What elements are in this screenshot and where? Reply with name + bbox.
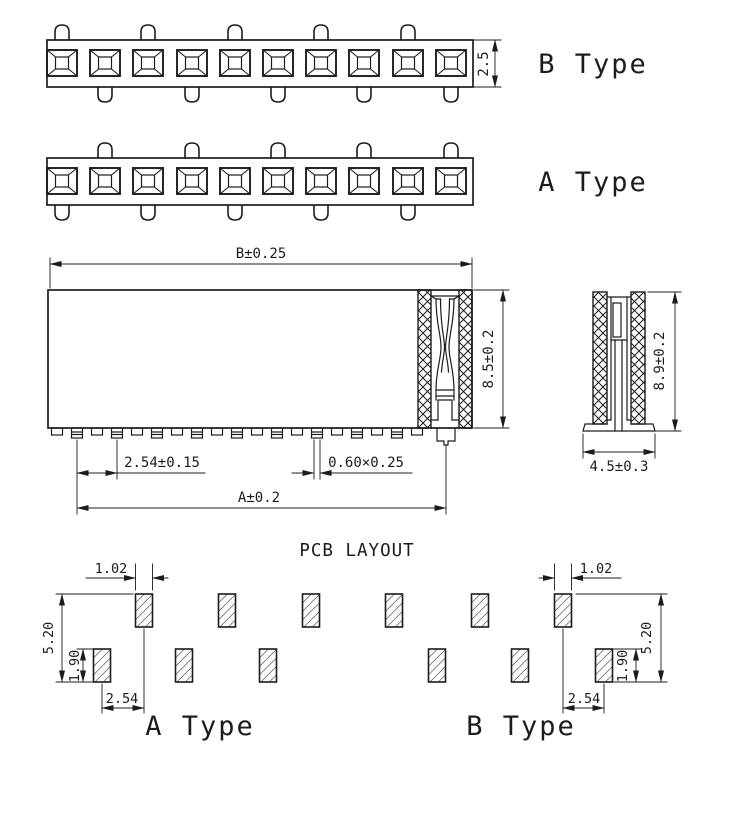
top-view-b: 2.5 B Type [46, 24, 648, 103]
a-type-view-label: A Type [538, 167, 648, 198]
socket-pin [305, 49, 337, 77]
contact-side [606, 296, 632, 432]
socket-pin [46, 167, 78, 195]
dimension-pin-span: A±0.2 [76, 445, 447, 515]
dim-text-b-row-extent: 5.20 [639, 622, 655, 655]
dim-text-a: A±0.2 [238, 490, 280, 506]
socket-pin [89, 167, 121, 195]
pcb-pad [594, 648, 614, 683]
socket-pin [348, 167, 380, 195]
dim-text-8-9: 8.9±0.2 [652, 331, 668, 390]
pcb-pad [92, 648, 112, 683]
contact-spring-front [430, 295, 460, 446]
dimension-lead-size: 0.60×0.25 [291, 439, 413, 480]
pcb-pad [470, 593, 490, 628]
dimension-pin-pitch: 2.54±0.15 [76, 439, 206, 515]
side-view: 8.9±0.2 4.5±0.3 [582, 291, 682, 475]
dim-text-b-pad-pitch: 2.54 [568, 691, 601, 707]
dim-text-8-5: 8.5±0.2 [481, 329, 497, 388]
section-contact-foot [436, 427, 456, 446]
socket-pin [435, 49, 467, 77]
dim-text-4-5: 4.5±0.3 [589, 459, 648, 475]
socket-pin [392, 167, 424, 195]
front-feet-row [50, 427, 424, 439]
socket-pin [348, 49, 380, 77]
pcb-pad [174, 648, 194, 683]
dim-text-b: B±0.25 [236, 246, 287, 262]
dimension-side-width: 4.5±0.3 [582, 433, 656, 475]
socket-pin [176, 167, 208, 195]
dim-text-a-pad-width: 1.02 [95, 561, 128, 577]
insulator-wall-hatch [592, 291, 608, 425]
pcb-pad [510, 648, 530, 683]
pcb-pad [134, 593, 154, 628]
front-section-cutaway [417, 289, 473, 446]
socket-pin [46, 49, 78, 77]
front-body-outline [47, 289, 473, 429]
b-type-view-label: B Type [538, 49, 648, 80]
top-view-a: A Type [46, 142, 648, 221]
dimension-b-height: 2.5 [473, 39, 502, 88]
insulator-wall-hatch [417, 289, 432, 429]
socket-pin [219, 167, 251, 195]
socket-pin [176, 49, 208, 77]
insulator-wall-hatch [630, 291, 646, 425]
pcb-b-type-label: B Type [466, 711, 576, 742]
pcb-pad [427, 648, 447, 683]
dim-text-b-pad-width: 1.02 [580, 561, 613, 577]
side-feet [582, 423, 656, 432]
dim-text-0-60: 0.60×0.25 [328, 455, 404, 471]
pcb-pad [553, 593, 573, 628]
pcb-layout-title: PCB LAYOUT [299, 541, 414, 561]
socket-pin [262, 167, 294, 195]
a-type-socket-row [46, 167, 467, 195]
dim-text-2-5: 2.5 [476, 51, 492, 76]
pcb-pad [258, 648, 278, 683]
dimension-overall-width: B±0.25 [49, 246, 473, 289]
pcb-layout: PCB LAYOUT 1.02 5.20 [41, 541, 668, 742]
dimension-side-height: 8.9±0.2 [647, 291, 682, 432]
insulator-wall-hatch [458, 289, 473, 429]
socket-pin [89, 49, 121, 77]
dim-text-2-54-015: 2.54±0.15 [124, 455, 200, 471]
dimension-insulator-height: 8.5±0.2 [473, 289, 510, 429]
socket-pin [132, 167, 164, 195]
pcb-a-dimensions: 1.02 5.20 1.90 2.54 [41, 561, 169, 714]
pcb-b-dimensions: 1.02 5.20 1.90 2.54 [538, 561, 668, 714]
socket-pin [392, 49, 424, 77]
dim-text-b-pad-height: 1.90 [615, 650, 631, 683]
pcb-pad [217, 593, 237, 628]
b-type-socket-row [46, 49, 467, 77]
b-type-solder-tabs [54, 24, 459, 103]
pcb-a-type-label: A Type [145, 711, 255, 742]
pcb-pad [384, 593, 404, 628]
dim-text-a-pad-pitch: 2.54 [106, 691, 139, 707]
socket-pin [132, 49, 164, 77]
socket-pin [219, 49, 251, 77]
dim-text-a-row-extent: 5.20 [41, 622, 57, 655]
dim-text-a-pad-height: 1.90 [67, 650, 83, 683]
socket-pin [435, 167, 467, 195]
a-type-solder-tabs [54, 142, 459, 221]
pcb-pads-top-row [134, 593, 573, 628]
socket-pin [305, 167, 337, 195]
socket-pin [262, 49, 294, 77]
pcb-pad [301, 593, 321, 628]
front-view: B±0.25 8.5±0.2 [47, 246, 510, 515]
pcb-pads-bottom-row [92, 648, 614, 683]
